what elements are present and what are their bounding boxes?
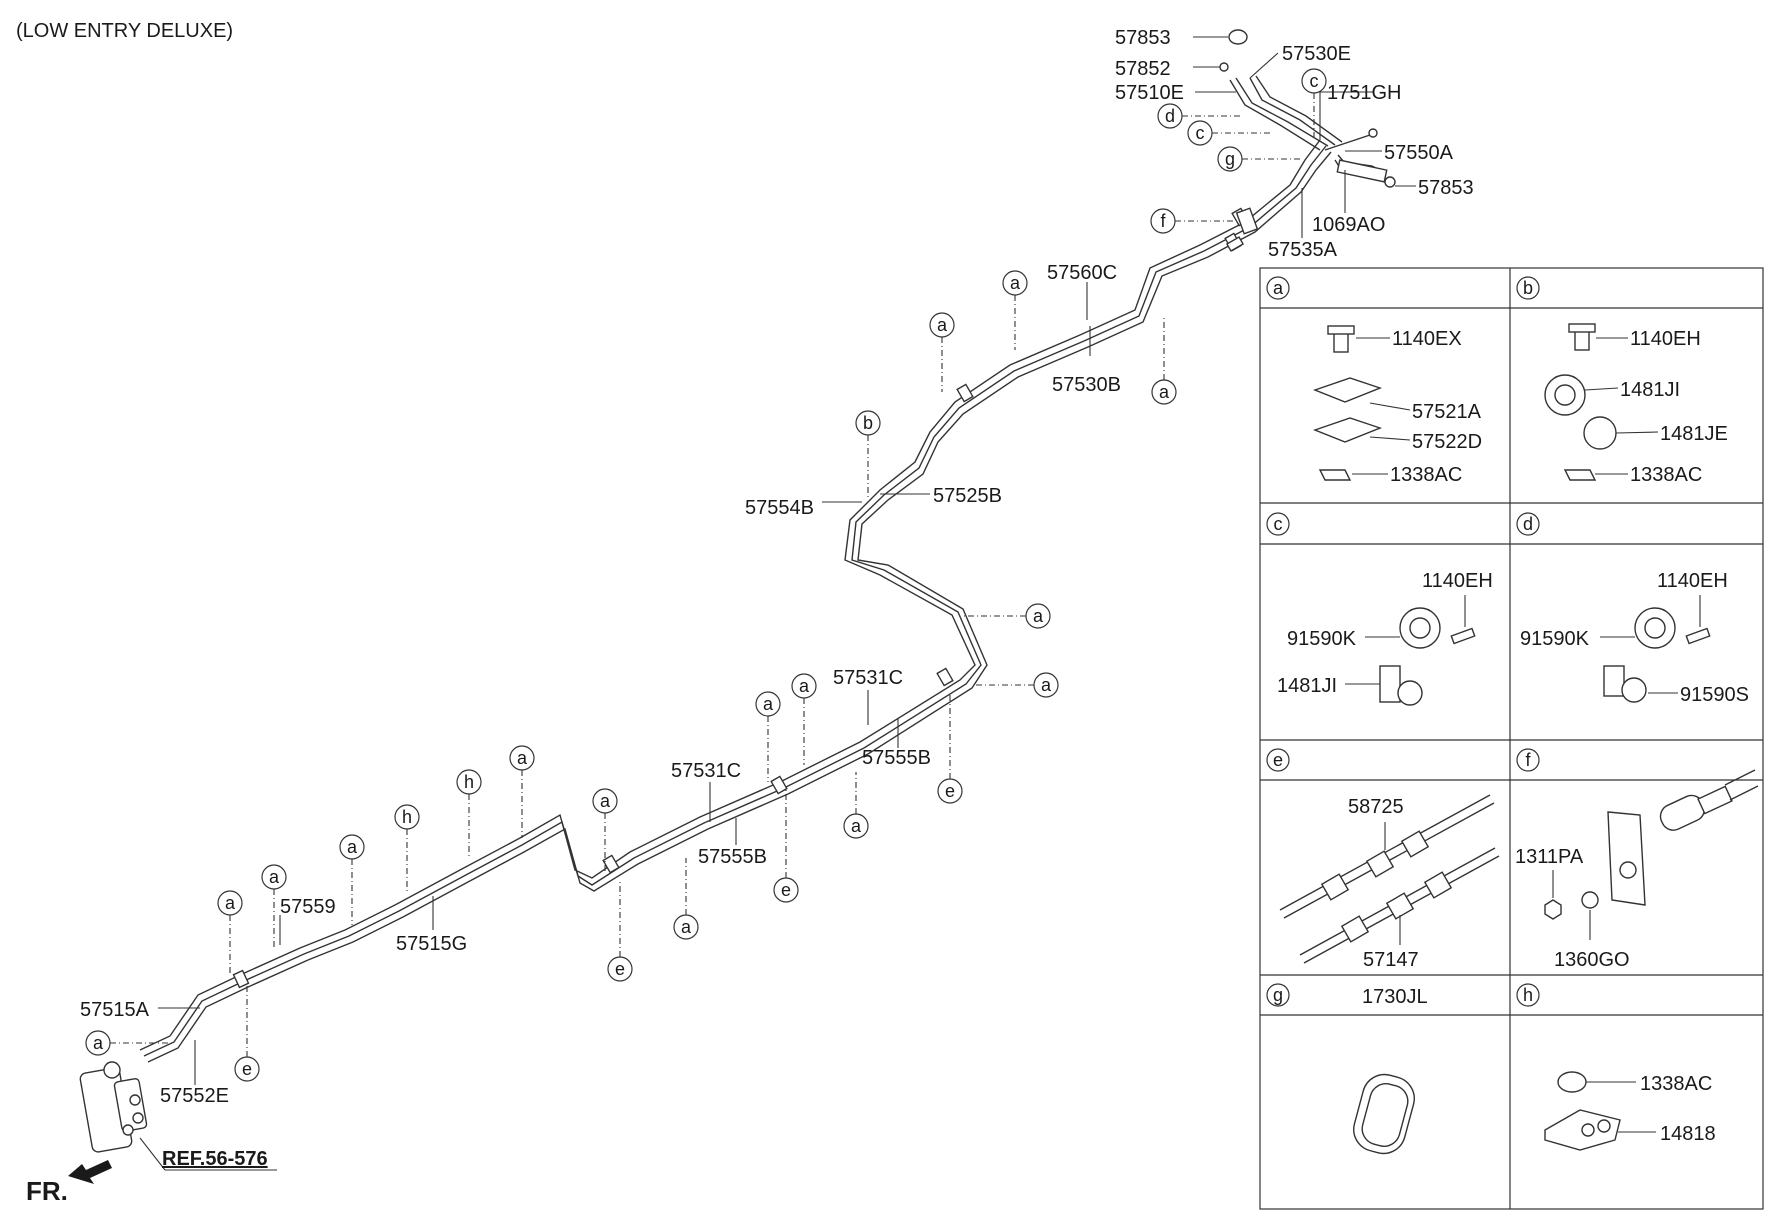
callout-d: d (1165, 106, 1175, 126)
front-label: FR. (26, 1176, 68, 1206)
part-label: 57853 (1115, 27, 1171, 49)
callout-a: a (600, 791, 611, 811)
callout-a: a (937, 315, 948, 335)
part-label: 1338AC (1390, 464, 1462, 486)
callout-a: a (799, 676, 810, 696)
part-label: 57522D (1412, 431, 1482, 453)
callout-e: e (242, 1059, 252, 1079)
callout-a: a (1010, 273, 1021, 293)
part-label: 91590K (1287, 628, 1357, 650)
callout-f: f (1160, 211, 1166, 231)
callout-a: a (681, 917, 692, 937)
part-label: 57530E (1282, 43, 1351, 65)
part-label: 57515G (396, 933, 467, 955)
part-label: 1140EH (1422, 570, 1493, 592)
callout-g: g (1225, 149, 1235, 169)
legend-cell-g: 1730JL (1353, 986, 1428, 1155)
callout-a: a (763, 694, 774, 714)
callout-b: b (863, 413, 873, 433)
part-label: 57531C (833, 667, 903, 689)
callout-a: a (1033, 606, 1044, 626)
ref-label-group: REF.56-576 (139, 1137, 277, 1171)
part-label: 1338AC (1640, 1073, 1712, 1095)
legend-cell-b: 1140EH 1481JI 1481JE 1338AC (1544, 323, 1728, 486)
legend-cell-c: 1140EH 91590K 1481JI (1277, 570, 1493, 706)
part-label: 57531C (671, 760, 741, 782)
callout-a: a (851, 816, 862, 836)
part-label: 57554B (745, 497, 814, 519)
legend-letter-b: b (1523, 278, 1533, 298)
callout-e: e (615, 959, 625, 979)
callout-c: c (1196, 123, 1205, 143)
top-end-fittings (1219, 29, 1396, 235)
part-label: 57552E (160, 1085, 229, 1107)
front-arrow: FR. (26, 1160, 112, 1206)
legend-letter-f: f (1525, 750, 1531, 770)
legend-letter-a: a (1273, 278, 1284, 298)
callout-a: a (347, 837, 358, 857)
legend-grid: a b c d e f g h 1140EX 57521A 57522D 133… (1259, 267, 1764, 1210)
part-label: 57147 (1363, 949, 1419, 971)
legend-cell-e: 58725 57147 (1279, 794, 1500, 971)
part-label: 57521A (1412, 401, 1482, 423)
part-label: 1360GO (1554, 949, 1630, 971)
callout-a: a (269, 867, 280, 887)
part-label: 1140EH (1630, 328, 1701, 350)
part-label: 91590S (1680, 684, 1749, 706)
callout-h: h (464, 772, 474, 792)
part-label: 91590K (1520, 628, 1590, 650)
callout-a: a (93, 1033, 104, 1053)
part-label: 58725 (1348, 796, 1404, 818)
part-label: 57560C (1047, 262, 1117, 284)
part-label: 57550A (1384, 142, 1454, 164)
legend-cell-f: 1311PA 1360GO (1515, 769, 1759, 971)
callout-e: e (781, 880, 791, 900)
ref-label: REF.56-576 (162, 1148, 268, 1170)
fuel-pump-assembly (79, 1061, 148, 1153)
callout-c: c (1310, 71, 1319, 91)
legend-letter-c: c (1274, 514, 1283, 534)
part-label: 1140EX (1392, 328, 1462, 350)
callout-a: a (1159, 382, 1170, 402)
part-label: 57559 (280, 896, 336, 918)
part-label: 1751GH (1327, 82, 1402, 104)
part-label: 1730JL (1362, 986, 1428, 1008)
legend-letter-d: d (1523, 514, 1533, 534)
legend-cell-a: 1140EX 57521A 57522D 1338AC (1312, 325, 1482, 486)
part-label: 1481JE (1660, 423, 1728, 445)
callout-h: h (402, 807, 412, 827)
part-label: 1140EH (1657, 570, 1728, 592)
part-label: 1069AO (1312, 214, 1385, 236)
callout-a: a (517, 748, 528, 768)
callout-markers: c d c g f a a a b a a e a a a e a a (85, 68, 1327, 1082)
callout-a: a (225, 893, 236, 913)
part-label: 1481JI (1620, 379, 1680, 401)
diagram-title: (LOW ENTRY DELUXE) (16, 20, 233, 42)
callout-a: a (1041, 675, 1052, 695)
part-label: 57852 (1115, 58, 1171, 80)
legend-letter-g: g (1273, 985, 1283, 1005)
part-label: 1481JI (1277, 675, 1337, 697)
part-label: 57515A (80, 999, 150, 1021)
part-label: 57530B (1052, 374, 1121, 396)
part-label: 1311PA (1515, 846, 1584, 868)
part-label: 57510E (1115, 82, 1184, 104)
legend-letter-e: e (1273, 750, 1283, 770)
legend-cell-d: 1140EH 91590K 91590S (1520, 570, 1749, 706)
part-label: 14818 (1660, 1123, 1716, 1145)
part-label: 57525B (933, 485, 1002, 507)
legend-letter-h: h (1523, 985, 1533, 1005)
callout-e: e (945, 781, 955, 801)
part-label: 57555B (698, 846, 767, 868)
part-labels: 57853 57852 57530E 57510E 1751GH 57550A … (80, 27, 1474, 1107)
part-label: 1338AC (1630, 464, 1702, 486)
legend-cell-h: 1338AC 14818 (1544, 1071, 1716, 1151)
part-label: 57535A (1268, 239, 1338, 261)
part-label: 57853 (1418, 177, 1474, 199)
part-label: 57555B (862, 747, 931, 769)
